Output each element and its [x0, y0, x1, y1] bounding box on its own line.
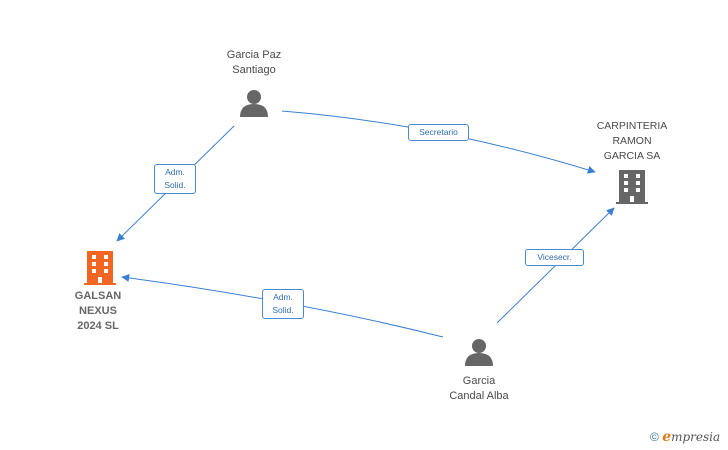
person-name-label[interactable]: Garcia Paz Santiago [226, 49, 282, 76]
building-icon[interactable] [84, 251, 116, 285]
company-name-label[interactable]: GALSAN NEXUS 2024 SL [74, 290, 122, 332]
edge-line-secretario [281, 110, 596, 174]
person-icon[interactable] [240, 90, 268, 117]
edge-label-secretario: Secretario [408, 124, 469, 141]
copyright-symbol: © [650, 430, 659, 444]
brand-logo: empresia [662, 429, 721, 445]
building-icon[interactable] [616, 170, 648, 204]
person-icon[interactable] [465, 339, 493, 366]
brand-name: mpresia [671, 430, 721, 444]
company-name-label[interactable]: CARPINTERIA RAMON GARCIA SA [596, 120, 668, 162]
brand-initial: e [662, 429, 672, 445]
person-name-label[interactable]: Garcia Candal Alba [449, 375, 509, 402]
edge-label-vicesecr: Vicesecr. [525, 249, 584, 266]
footer-brand: © empresia [650, 429, 720, 445]
edge-label-adm-solid: Adm. Solid. [262, 289, 304, 319]
edge-label-adm-solid: Adm. Solid. [154, 164, 196, 194]
